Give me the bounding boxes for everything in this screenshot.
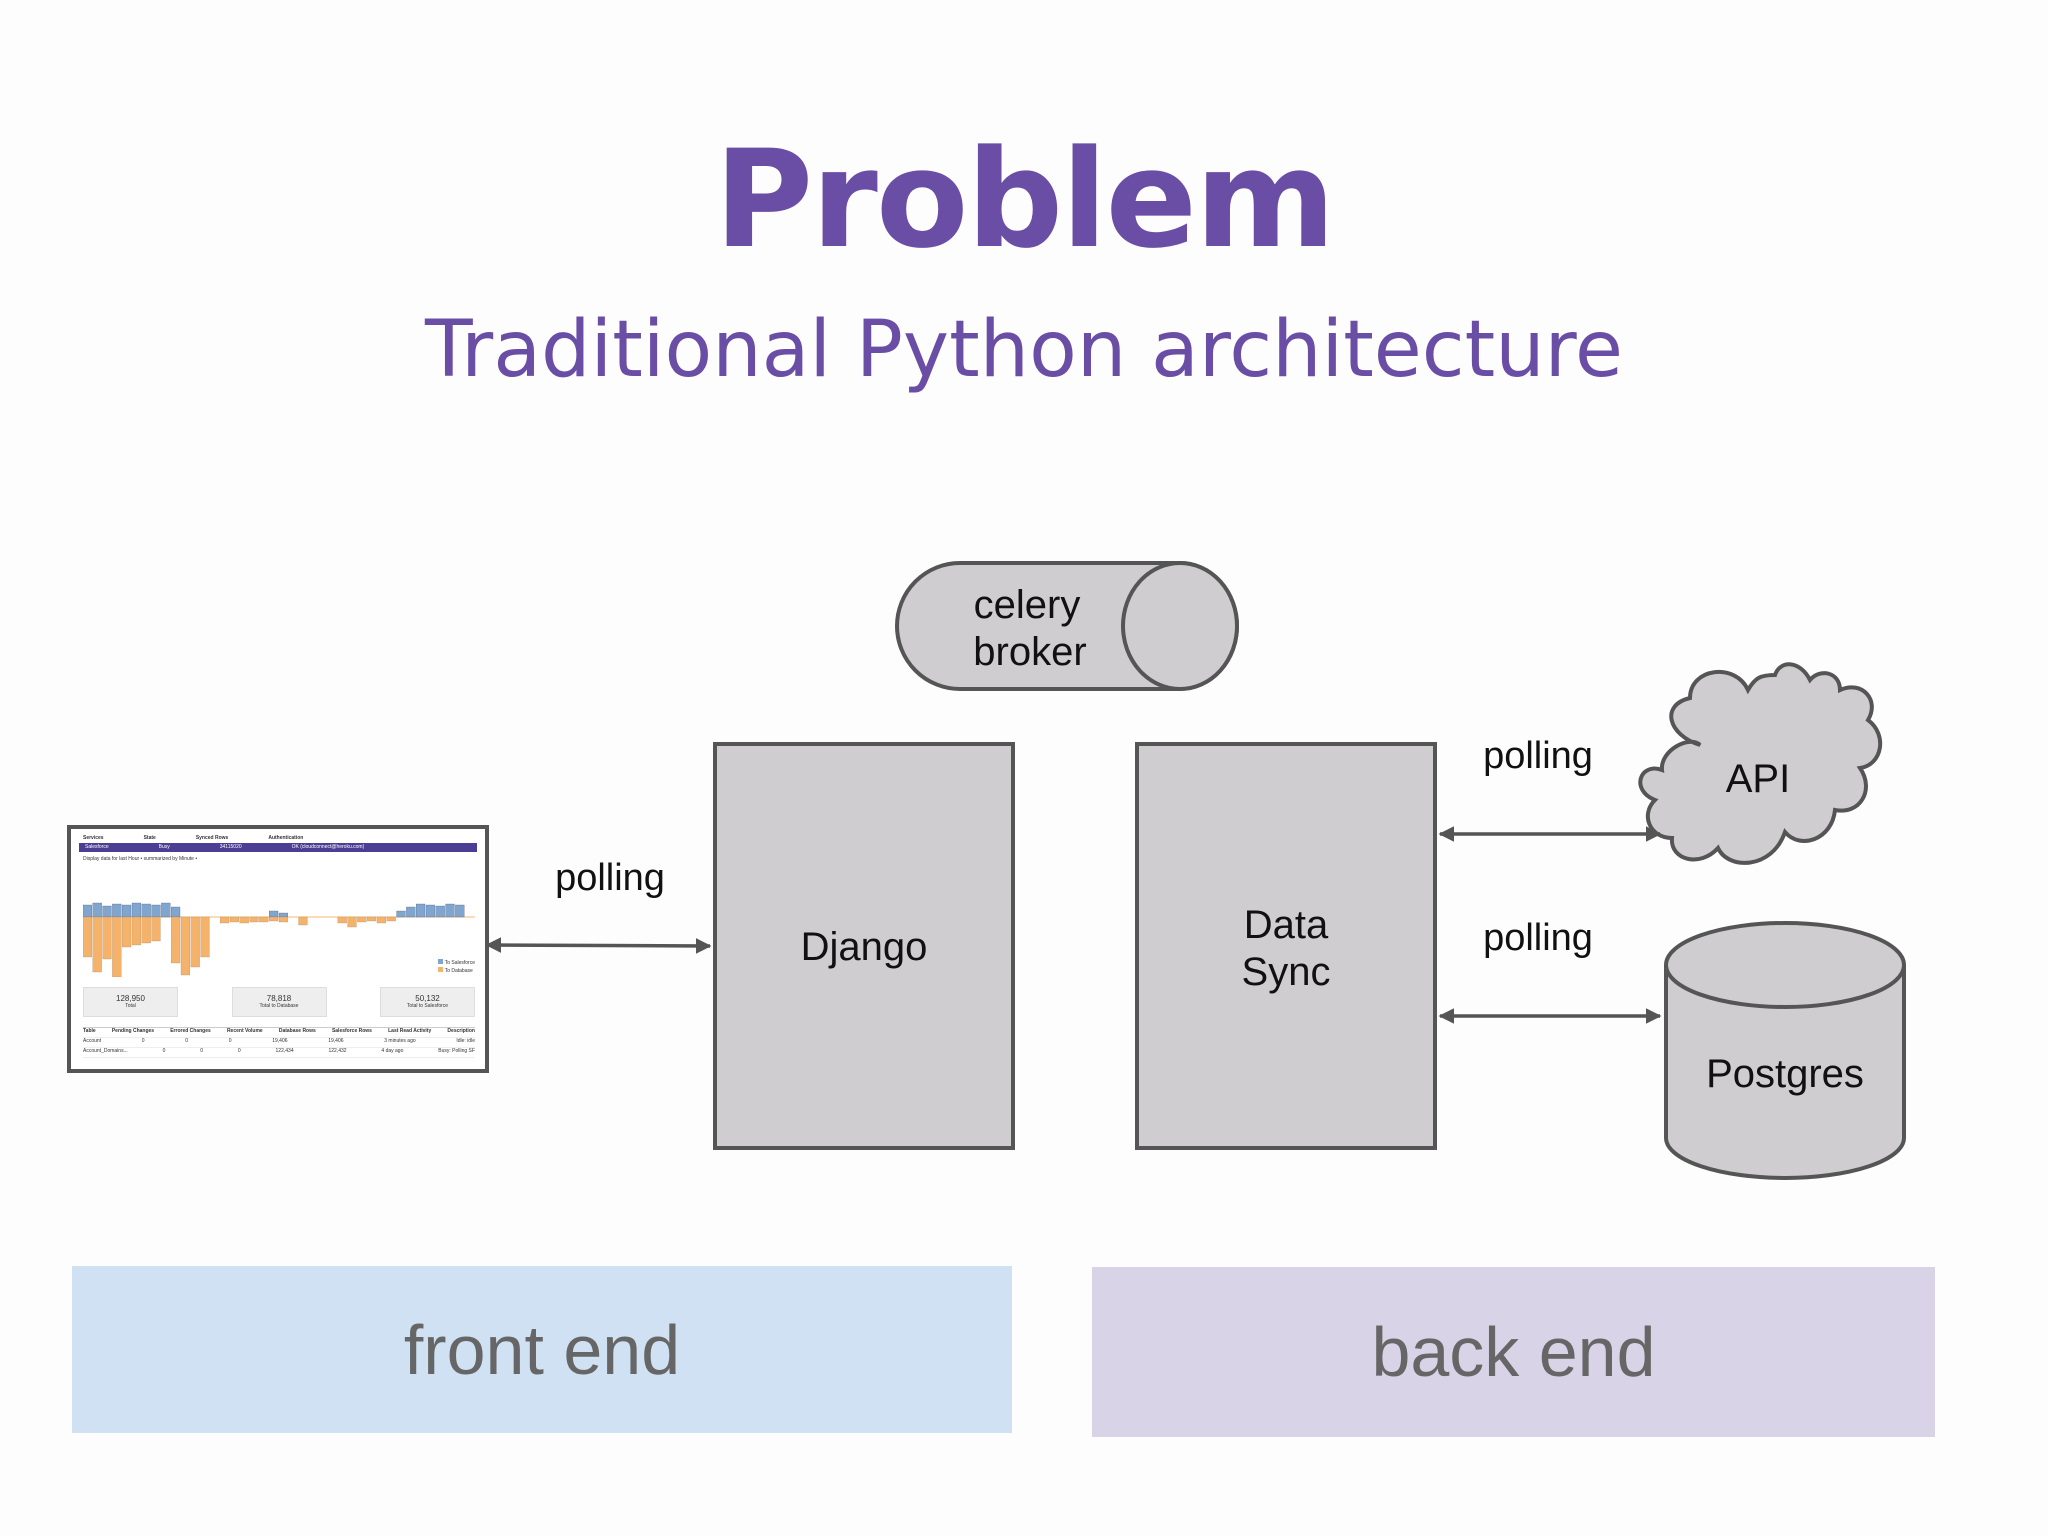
screenshot-header: Services [83,835,104,841]
screenshot-header-row: Services State Synced Rows Authenticatio… [71,829,485,843]
api-label: API [1726,757,1790,801]
edge-frontend-django: polling [485,857,712,954]
screenshot-cell: OK (cloudconnect@heroku.com) [291,844,365,850]
screenshot-header: Synced Rows [195,835,229,841]
front-end-band: front end [72,1266,1012,1433]
legend-item: To Database [438,967,475,975]
table-header-row: Table Pending Changes Errored Changes Recen… [83,1028,475,1038]
data-sync-node: Data Sync [1135,742,1437,1150]
table-cell: 0 [185,1038,189,1044]
edge-label-frontend-django: polling [555,857,665,899]
postgres-label: Postgres [1706,1052,1864,1096]
celery-broker-label-line1: celery [974,583,1081,627]
data-sync-label-line1: Data [1244,903,1329,947]
table-cell: Account [83,1038,102,1044]
table-cell: 19,406 [272,1038,288,1044]
table-cell: Salesforce Rows [331,1028,372,1034]
celery-broker-label-line2: broker [973,630,1086,674]
screenshot-legend: To Salesforce To Database [438,959,475,975]
table-cell: 0 [237,1048,241,1054]
screenshot-selected-row: Salesforce Busy 34115020 OK (cloudconnec… [79,843,477,852]
table-cell: 0 [228,1038,232,1044]
screenshot-header: Authentication [268,835,304,841]
table-cell: 0 [141,1038,145,1044]
edge-label-datasync-postgres: polling [1483,917,1593,959]
table-cell: 4 day ago [381,1048,404,1054]
celery-broker-node: celery broker [895,561,1239,691]
django-label: Django [801,925,928,969]
table-cell: Account_Domains... [83,1048,128,1054]
table-cell: Table [83,1028,96,1034]
table-row: Account 0 0 0 19,406 19,406 3 minutes ago Idle:… [83,1038,475,1048]
back-end-band: back end [1092,1267,1935,1437]
table-cell: 122,434 [275,1048,294,1054]
table-cell: Description [447,1028,475,1034]
table-cell: 122,432 [328,1048,347,1054]
screenshot-chart-caption: Display data for last Hour • summarized … [83,856,198,862]
screenshot-cell: Busy [158,844,170,850]
data-sync-label-line2: Sync [1242,950,1331,994]
table-cell: 0 [200,1048,204,1054]
table-cell: Recent Volume [226,1028,263,1034]
api-cloud-node: API [1638,662,1883,865]
edge-datasync-api: polling [1438,735,1662,842]
table-cell: 3 minutes ago [384,1038,416,1044]
django-node: Django [713,742,1015,1150]
screenshot-header: State [143,835,156,841]
table-cell: Pending Changes [111,1028,155,1034]
table-cell: Idle: idle [456,1038,475,1044]
table-cell: 19,406 [328,1038,344,1044]
postgres-node: Postgres [1664,921,1906,1180]
table-cell: Errored Changes [170,1028,211,1034]
screenshot-table: Table Pending Changes Errored Changes Recen… [83,1027,475,1058]
edge-datasync-postgres: polling [1438,917,1662,1024]
table-cell: 0 [162,1048,166,1054]
screenshot-cell: Salesforce [85,844,109,850]
table-cell: Database Rows [278,1028,316,1034]
table-row: Account_Domains... 0 0 0 122,434 122,432 4 day… [83,1048,475,1058]
edge-label-datasync-api: polling [1483,735,1593,777]
table-cell: Busy: Polling SF [438,1048,475,1054]
slide-subtitle: Traditional Python architecture [424,305,1624,395]
frontend-dashboard-screenshot: Services State Synced Rows Authenticatio… [67,825,489,1073]
screenshot-cell: 34115020 [219,844,242,850]
legend-item: To Salesforce [438,959,475,967]
table-cell: Last Read Activity [388,1028,432,1034]
slide-title: Problem [714,121,1335,278]
screenshot-bar-chart [83,902,475,977]
